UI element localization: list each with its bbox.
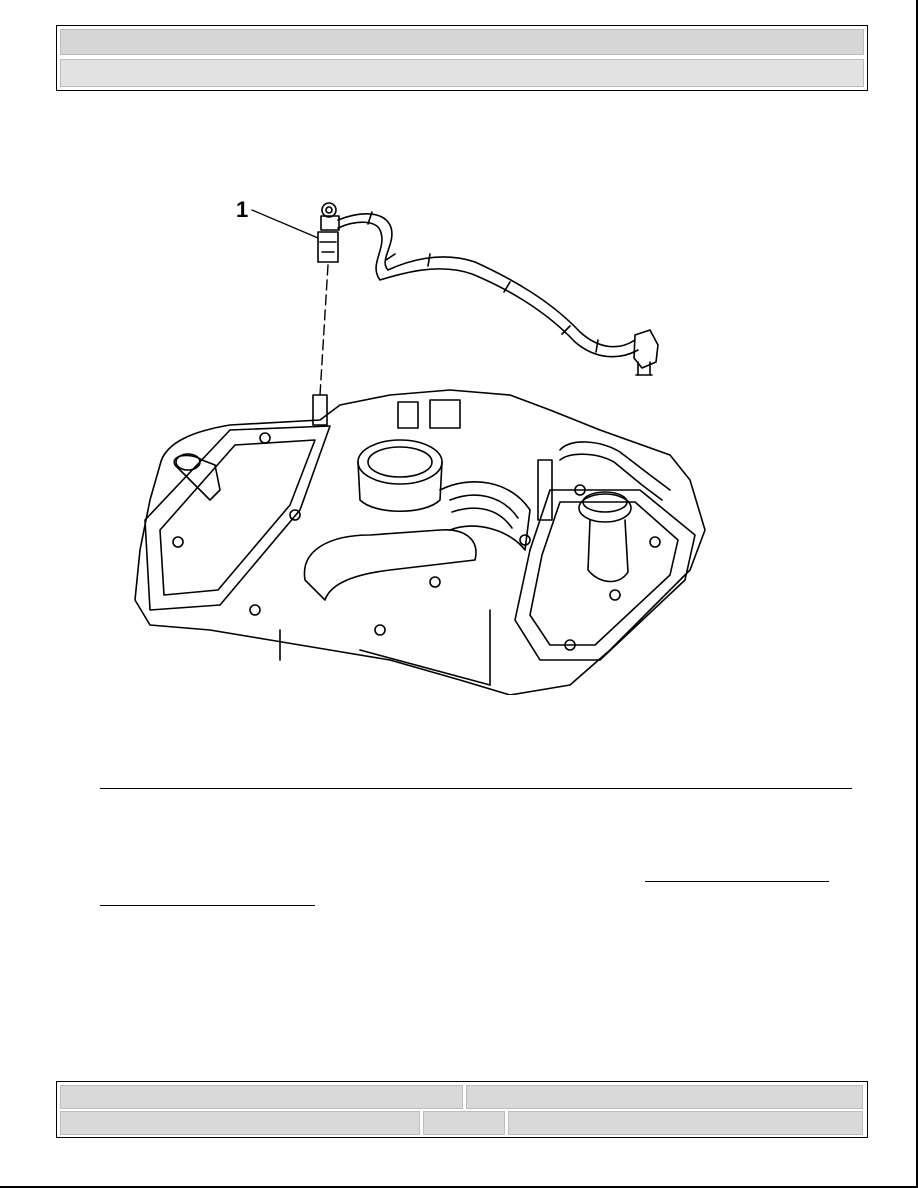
header-subtitle-bar [60,59,864,87]
footer-bottom-right-cell [508,1111,863,1135]
engine-illustration: 1 [134,197,706,695]
header-title-bar [60,29,864,55]
hyperlink-underline[interactable] [645,881,829,882]
installation-guide-line [319,264,329,396]
section-divider [100,788,852,789]
wiring-harness [337,211,639,358]
footer-left-cell [60,1085,463,1109]
footer-bottom-middle-cell [423,1111,505,1135]
footer-right-cell [466,1085,863,1109]
callout-label-1: 1 [236,197,248,222]
harness-end-connector [633,329,659,376]
page-footer [56,1081,868,1138]
sensor-connector [317,202,340,263]
hyperlink-underline-continued[interactable] [100,905,315,906]
footer-bottom-left-cell [60,1111,420,1135]
engine-block [134,389,706,695]
callout-leader-line [251,209,319,239]
page-header [56,25,868,91]
